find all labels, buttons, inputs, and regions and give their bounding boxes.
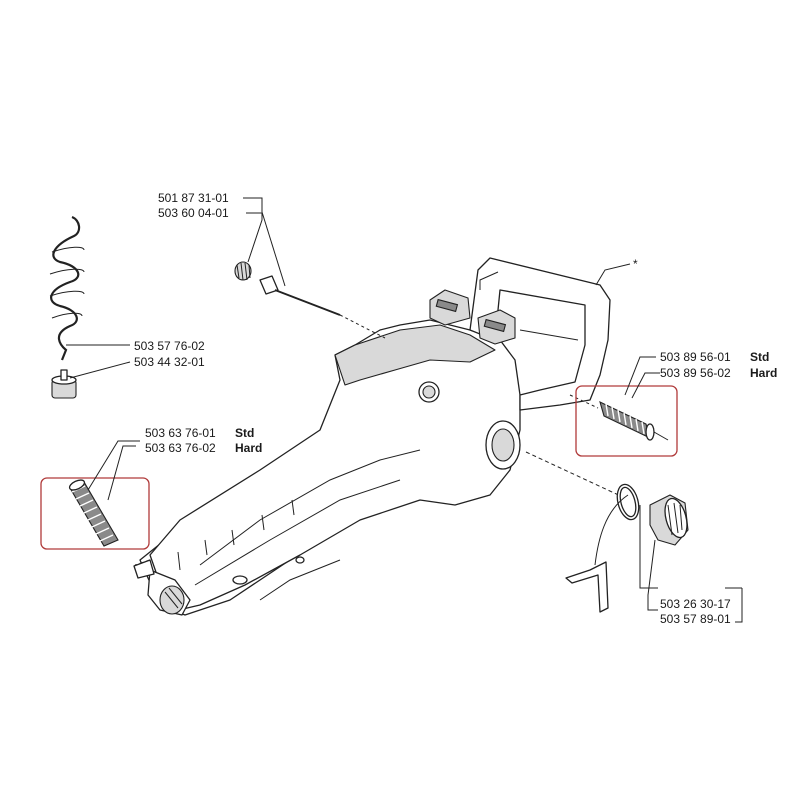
label-rear-av-grade-1: Std — [750, 350, 769, 364]
label-cap-code-1: 503 26 30-17 — [660, 597, 731, 611]
label-front-av-grade-2: Hard — [235, 441, 262, 455]
cap-strap — [594, 494, 629, 566]
leader-lines — [66, 197, 743, 623]
throttle-rod-assembly — [234, 261, 386, 339]
tank-housing — [133, 319, 521, 616]
label-rear-av-grade-2: Hard — [750, 366, 777, 380]
label-front-av-code-1: 503 63 76-01 — [145, 426, 216, 440]
label-front-av-grade-1: Std — [235, 426, 254, 440]
label-fuel-hose-2: 503 44 32-01 — [134, 355, 205, 369]
oil-cap-assembly — [565, 483, 689, 613]
label-throttle-rod-2: 503 60 04-01 — [158, 206, 229, 220]
part-number-labels: 501 87 31-01 503 60 04-01 503 57 76-02 5… — [134, 191, 777, 626]
label-cap-code-2: 503 57 89-01 — [660, 612, 731, 626]
label-fuel-hose-1: 503 57 76-02 — [134, 339, 205, 353]
label-rear-av-code-2: 503 89 56-02 — [660, 366, 731, 380]
label-front-av-code-2: 503 63 76-02 — [145, 441, 216, 455]
rod-end — [259, 275, 279, 295]
rear-av-spring — [569, 394, 669, 441]
label-throttle-rod-1: 501 87 31-01 — [158, 191, 229, 205]
fuel-hose-coil — [49, 215, 85, 361]
fuel-filter — [51, 369, 77, 399]
rear-av-highlight-box — [575, 385, 678, 457]
label-rear-av-code-1: 503 89 56-01 — [660, 350, 731, 364]
rear-handle — [429, 257, 611, 411]
label-handle-marker: * — [633, 257, 638, 271]
front-av-spring — [68, 479, 119, 547]
